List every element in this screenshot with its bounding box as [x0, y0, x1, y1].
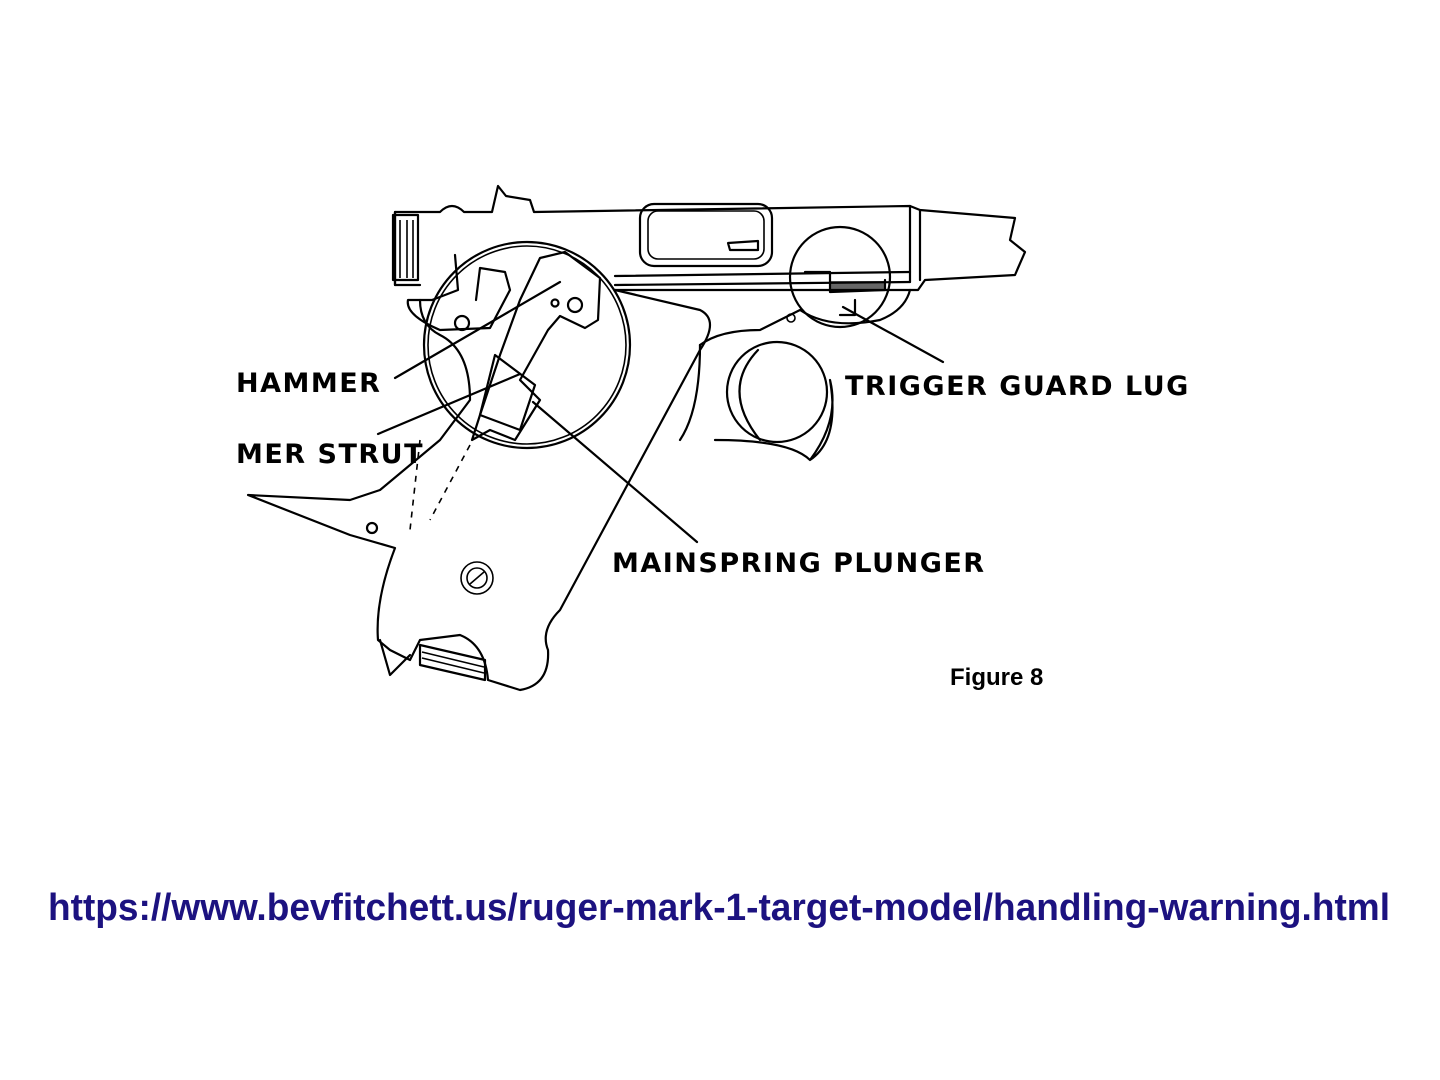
- pistol-drawing: [246, 184, 1027, 692]
- source-url[interactable]: https://www.bevfitchett.us/ruger-mark-1-…: [48, 887, 1390, 929]
- label-hammer: HAMMER: [236, 368, 381, 399]
- label-hammer-strut: MER STRUT: [236, 439, 424, 470]
- lug-leader: [841, 305, 945, 364]
- label-mainspring-plunger: MAINSPRING PLUNGER: [612, 548, 986, 579]
- strut-leader: [376, 372, 522, 436]
- hammer-leader: [393, 280, 562, 380]
- figure-caption: Figure 8: [950, 664, 1043, 691]
- plunger-leader: [531, 400, 699, 544]
- label-trigger-guard-lug: TRIGGER GUARD LUG: [845, 371, 1190, 402]
- leader-lines: [376, 280, 945, 544]
